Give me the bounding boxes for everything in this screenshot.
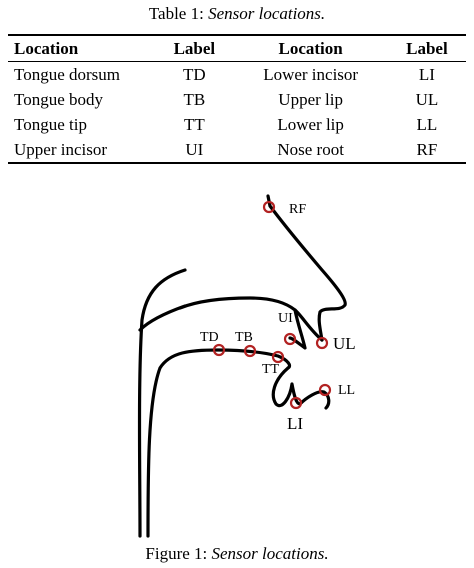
table-caption: Table 1: Sensor locations. bbox=[0, 4, 474, 24]
sensor-marker-tt bbox=[271, 350, 285, 364]
sensor-label-tt: TT bbox=[262, 362, 280, 377]
table-cell: TD bbox=[183, 65, 206, 84]
figure-caption: Figure 1: Sensor locations. bbox=[0, 544, 474, 564]
tongue-outline bbox=[146, 348, 292, 538]
upper-lip-contour bbox=[178, 296, 324, 342]
header-label-1: Label bbox=[155, 34, 234, 62]
sensor-marker-td bbox=[212, 343, 226, 357]
sensor-marker-li bbox=[289, 396, 303, 410]
table-cell: LI bbox=[418, 65, 435, 84]
table-cell: Upper lip bbox=[278, 90, 343, 109]
sensor-label-ul: UL bbox=[333, 334, 356, 353]
sensor-label-li: LI bbox=[287, 414, 303, 433]
table-cell: Lower lip bbox=[277, 115, 344, 134]
table-cell: TT bbox=[183, 115, 205, 134]
table-caption-title: Sensor locations. bbox=[208, 4, 326, 23]
sensor-locations-table: Location Label Location Label Tongue dor… bbox=[8, 34, 466, 164]
table-cell: UL bbox=[415, 90, 439, 109]
sensor-marker-rf bbox=[262, 200, 276, 214]
table-cell: UI bbox=[155, 137, 234, 164]
table-cell: TB bbox=[183, 90, 206, 109]
figure-caption-title: Sensor locations. bbox=[211, 544, 329, 563]
table-cell: Tongue dorsum bbox=[14, 65, 120, 84]
table-caption-prefix: Table 1: bbox=[148, 4, 209, 23]
pharynx-back-wall bbox=[137, 268, 187, 538]
header-label-2: Label bbox=[387, 34, 466, 62]
sensor-label-ui: UI bbox=[278, 311, 293, 326]
table-cell: Nose root bbox=[233, 137, 388, 164]
sensor-label-tb: TB bbox=[235, 330, 253, 345]
palate-outline bbox=[138, 304, 187, 332]
figure-caption-prefix: Figure 1: bbox=[145, 544, 212, 563]
sensor-label-ll: LL bbox=[338, 383, 355, 398]
table-cell: LL bbox=[416, 115, 438, 134]
sensor-marker-ul bbox=[315, 336, 329, 350]
table-row: Tongue tip TT Lower lip LL bbox=[8, 112, 466, 137]
table-cell: Upper incisor bbox=[8, 137, 156, 164]
table-cell: Tongue tip bbox=[14, 115, 87, 134]
table-cell: Tongue body bbox=[14, 90, 103, 109]
face-profile-outline bbox=[266, 194, 347, 342]
table-row: Tongue body TB Upper lip UL bbox=[8, 87, 466, 112]
header-location-1: Location bbox=[8, 34, 156, 62]
sensor-marker-ll bbox=[318, 383, 332, 397]
sensor-label-rf: RF bbox=[289, 202, 306, 217]
sensor-marker-tb bbox=[243, 344, 257, 358]
header-location-2: Location bbox=[233, 34, 388, 62]
table-row: Tongue dorsum TD Lower incisor LI bbox=[8, 62, 466, 88]
sensor-label-td: TD bbox=[200, 330, 219, 345]
table-header-row: Location Label Location Label bbox=[8, 34, 466, 62]
table-cell: Lower incisor bbox=[263, 65, 359, 84]
vocal-tract-diagram: RF UI TD TB UL TT LL LI bbox=[137, 194, 356, 538]
table-row: Upper incisor UI Nose root RF bbox=[8, 137, 466, 164]
upper-incisor-outline bbox=[288, 308, 307, 350]
sensor-marker-ui bbox=[283, 332, 297, 346]
table-cell: RF bbox=[387, 137, 466, 164]
